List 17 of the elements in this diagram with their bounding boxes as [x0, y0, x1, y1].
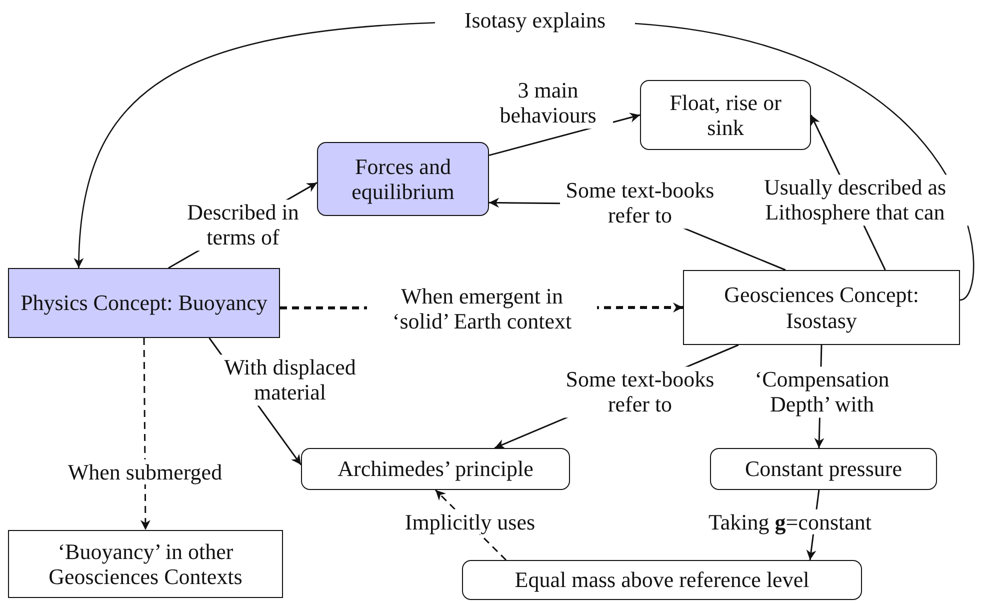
concept-box — [683, 270, 960, 345]
concept-box — [8, 268, 280, 338]
node-text: Archimedes’ principle — [338, 456, 534, 482]
concept-box — [640, 80, 811, 150]
node-text: Physics Concept: Buoyancy — [20, 290, 268, 316]
concept-box — [317, 142, 489, 216]
node-text: Forces and equilibrium — [350, 154, 456, 204]
node-text: Equal mass above reference level — [514, 567, 810, 593]
arrow — [140, 338, 150, 530]
concept-box — [8, 530, 283, 598]
node-text: Geosciences Concept: Isostasy — [723, 282, 920, 333]
concept-box — [710, 448, 937, 490]
node-text: Float, rise or sink — [668, 90, 782, 140]
concept-box — [462, 560, 862, 600]
node-text: ‘Buoyancy’ in other Geosciences Contexts — [48, 538, 244, 590]
concept-box — [301, 448, 570, 490]
node-text: Constant pressure — [744, 456, 902, 482]
